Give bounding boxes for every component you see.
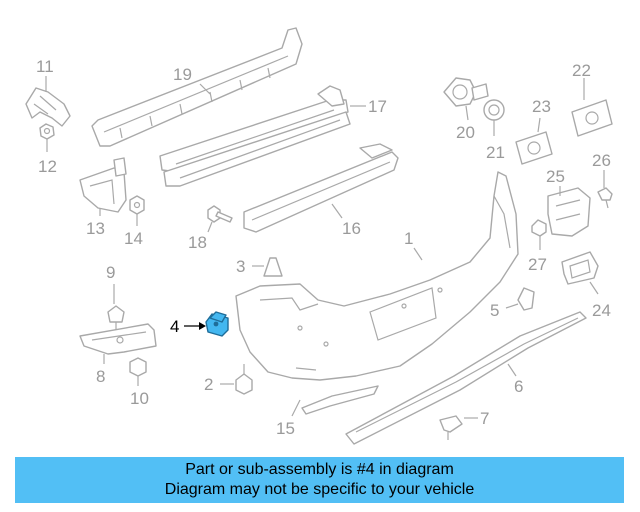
part-11-bracket bbox=[25, 87, 71, 127]
parts-diagram: 19 11 12 17 16 13 14 bbox=[25, 27, 613, 445]
part-24-plate bbox=[561, 251, 599, 285]
callout-17: 17 bbox=[368, 97, 387, 116]
part-2-bolt bbox=[235, 364, 253, 395]
callout-24: 24 bbox=[592, 301, 611, 320]
part-7-clip bbox=[439, 415, 463, 440]
callout-25: 25 bbox=[546, 167, 565, 186]
info-banner: Part or sub-assembly is #4 in diagram Di… bbox=[15, 457, 624, 503]
callout-6: 6 bbox=[514, 377, 523, 396]
part-14-nut bbox=[129, 195, 145, 215]
part-8-bracket bbox=[79, 323, 157, 355]
part-12-nut bbox=[39, 123, 55, 140]
part-25-bracket bbox=[547, 187, 591, 237]
callout-16: 16 bbox=[342, 219, 361, 238]
part-10-nut bbox=[129, 357, 147, 377]
callout-23: 23 bbox=[532, 97, 551, 116]
callout-19: 19 bbox=[173, 65, 192, 84]
banner-line-2: Diagram may not be specific to your vehi… bbox=[164, 481, 475, 498]
part-22-bracket bbox=[571, 99, 613, 137]
callout-3: 3 bbox=[236, 257, 245, 276]
part-9-bolt bbox=[107, 305, 125, 330]
callout-5: 5 bbox=[490, 301, 499, 320]
callout-8: 8 bbox=[96, 367, 105, 386]
callout-10: 10 bbox=[130, 389, 149, 408]
part-1-bumper-cover bbox=[235, 171, 519, 381]
part-21-bezel bbox=[483, 99, 505, 121]
part-26-screw bbox=[597, 187, 613, 209]
part-20-sensor bbox=[443, 77, 489, 107]
part-4-clip-highlighted bbox=[205, 311, 229, 337]
callout-1: 1 bbox=[404, 229, 413, 248]
part-19-absorber bbox=[91, 27, 303, 147]
part-18-bolt bbox=[207, 205, 233, 223]
part-27-nut bbox=[531, 219, 547, 237]
part-16-lower-absorber bbox=[243, 143, 399, 233]
callout-13: 13 bbox=[86, 219, 105, 238]
callout-26: 26 bbox=[592, 151, 611, 170]
callout-9: 9 bbox=[106, 263, 115, 282]
callout-11: 11 bbox=[36, 57, 54, 76]
callout-4: 4 bbox=[170, 317, 179, 336]
callout-2: 2 bbox=[204, 375, 213, 394]
callout-22: 22 bbox=[572, 61, 591, 80]
part-5-clip bbox=[517, 287, 535, 311]
part-17-reinforcement bbox=[159, 85, 351, 187]
callout-12: 12 bbox=[38, 157, 57, 176]
callout-15: 15 bbox=[276, 419, 295, 438]
banner-line-1: Part or sub-assembly is #4 in diagram bbox=[185, 461, 454, 478]
part-3-pin bbox=[263, 257, 283, 277]
part-13-bracket bbox=[79, 157, 127, 213]
part-23-bracket bbox=[515, 131, 553, 165]
callout-18: 18 bbox=[188, 233, 207, 252]
callout-20: 20 bbox=[456, 123, 475, 142]
callout-7: 7 bbox=[480, 409, 489, 428]
callout-21: 21 bbox=[486, 143, 505, 162]
callout-27: 27 bbox=[528, 255, 547, 274]
callout-14: 14 bbox=[124, 229, 143, 248]
part-15-reflector bbox=[301, 385, 379, 415]
part-6-valance bbox=[345, 311, 587, 445]
